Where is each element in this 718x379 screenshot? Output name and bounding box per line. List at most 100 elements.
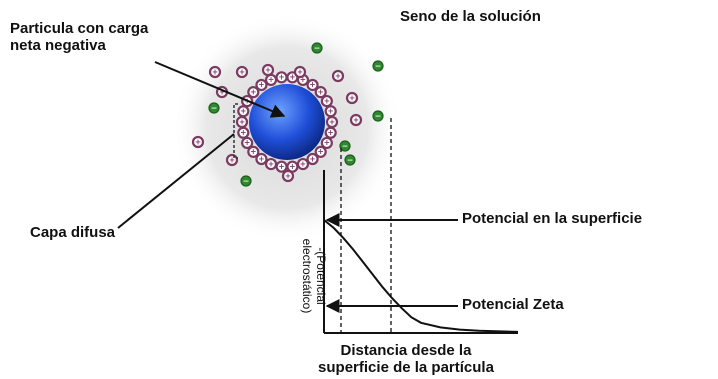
particle-core [249,84,325,160]
svg-text:+: + [268,159,274,168]
svg-text:+: + [195,137,201,146]
particle-label-line-1: Particula con carga [10,20,149,37]
diffuse-pointer-arrow [117,133,235,229]
svg-text:+: + [329,117,335,126]
diffuse-positive-ion: + [208,65,222,79]
svg-text:+: + [244,138,250,147]
svg-text:+: + [278,162,284,171]
svg-text:+: + [278,73,284,82]
diffuse-layer-label: Capa difusa [30,224,116,241]
diffuse-negative-ion: − [208,102,220,114]
diffuse-layer-bracket [233,103,238,159]
diffuse-positive-ion: + [191,135,205,149]
svg-text:+: + [285,171,291,180]
stern-positive-ion: + [247,86,260,99]
x-axis-label-line-2: superficie de la partícula [318,359,494,376]
diffuse-positive-ion: + [261,63,275,77]
svg-text:+: + [318,147,324,156]
diffuse-negative-ion: − [372,110,384,122]
diffuse-positive-ion: + [331,69,345,83]
svg-text:+: + [297,67,303,76]
stern-positive-ion: + [264,157,278,171]
diffuse-positive-ion: + [281,169,295,183]
diffuse-positive-ion: + [349,113,363,127]
svg-text:−: − [314,43,320,52]
svg-text:+: + [239,67,245,76]
diffuse-negative-ion: − [372,60,384,72]
diffuse-negative-ion: − [311,42,323,54]
svg-text:−: − [375,111,381,120]
stern-positive-ion: + [241,136,254,150]
svg-text:+: + [300,159,306,168]
stern-positive-ion: + [324,126,337,139]
svg-text:+: + [239,117,245,126]
particle-pointer-arrow [154,61,286,118]
svg-text:+: + [258,154,264,163]
svg-text:+: + [250,87,256,96]
stern-layer: ++++++++++++++++++++++++++ [235,71,339,173]
svg-text:+: + [309,80,315,89]
x-axis-label-line-1: Distancia desde la [340,342,472,359]
diffuse-positive-ion: + [225,153,239,167]
diffuse-negative-ion: − [240,175,252,187]
stern-positive-ion: + [264,73,278,87]
stern-positive-ion: + [320,94,333,108]
svg-text:+: + [240,128,246,137]
diffuse-positive-ion: + [345,91,359,105]
svg-text:+: + [240,106,246,115]
surface-potential-label: Potencial en la superficie [462,210,643,227]
diffuse-positive-ion: + [235,65,249,79]
stern-positive-ion: + [255,152,268,166]
svg-text:+: + [300,75,306,84]
stern-positive-ion: + [255,78,268,92]
svg-text:+: + [349,93,355,102]
y-axis-label-line-2: electrostático) [300,238,314,314]
stern-positive-ion: + [275,160,288,173]
svg-text:+: + [324,96,330,105]
x-axis-label: Distancia desde la superficie de la part… [286,342,526,376]
potential-curve [323,219,519,333]
stern-positive-ion: + [237,126,250,139]
svg-text:+: + [258,80,264,89]
svg-text:−: − [243,176,249,185]
diffuse-positive-ion: + [293,65,307,79]
svg-text:+: + [212,67,218,76]
svg-text:+: + [335,71,341,80]
stern-positive-ion: + [306,152,319,166]
svg-text:+: + [309,154,315,163]
svg-text:+: + [289,73,295,82]
y-axis-label: -(Potencial electrostático) [300,236,328,316]
diffuse-negative-ion: − [344,154,356,166]
svg-text:−: − [211,103,217,112]
svg-text:+: + [289,162,295,171]
bulk-solution-label: Seno de la solución [400,8,541,25]
svg-text:+: + [328,128,334,137]
svg-text:+: + [268,75,274,84]
svg-text:−: − [347,155,353,164]
svg-text:+: + [318,87,324,96]
stern-positive-ion: + [314,145,327,158]
stern-positive-ion: + [314,86,327,99]
zeta-potential-label: Potencial Zeta [462,296,564,313]
svg-text:+: + [265,65,271,74]
stern-positive-ion: + [235,115,249,129]
stern-positive-ion: + [296,157,310,171]
svg-text:+: + [328,106,334,115]
svg-text:+: + [353,115,359,124]
diffuse-ions: +++++++++++−−−−−−− [191,42,384,187]
diffuse-negative-ion: − [339,140,351,152]
stern-positive-ion: + [306,78,319,92]
stern-positive-ion: + [320,136,333,150]
svg-text:+: + [219,87,225,96]
svg-text:+: + [324,138,330,147]
y-axis-label-line-1: -(Potencial [314,247,328,305]
svg-text:+: + [250,147,256,156]
stern-positive-ion: + [275,71,288,84]
stern-positive-ion: + [247,145,260,158]
svg-text:−: − [375,61,381,70]
stern-positive-ion: + [325,115,339,129]
stern-positive-ion: + [237,105,250,118]
particle-label-line-2: neta negativa [10,37,106,54]
stern-positive-ion: + [324,105,337,118]
